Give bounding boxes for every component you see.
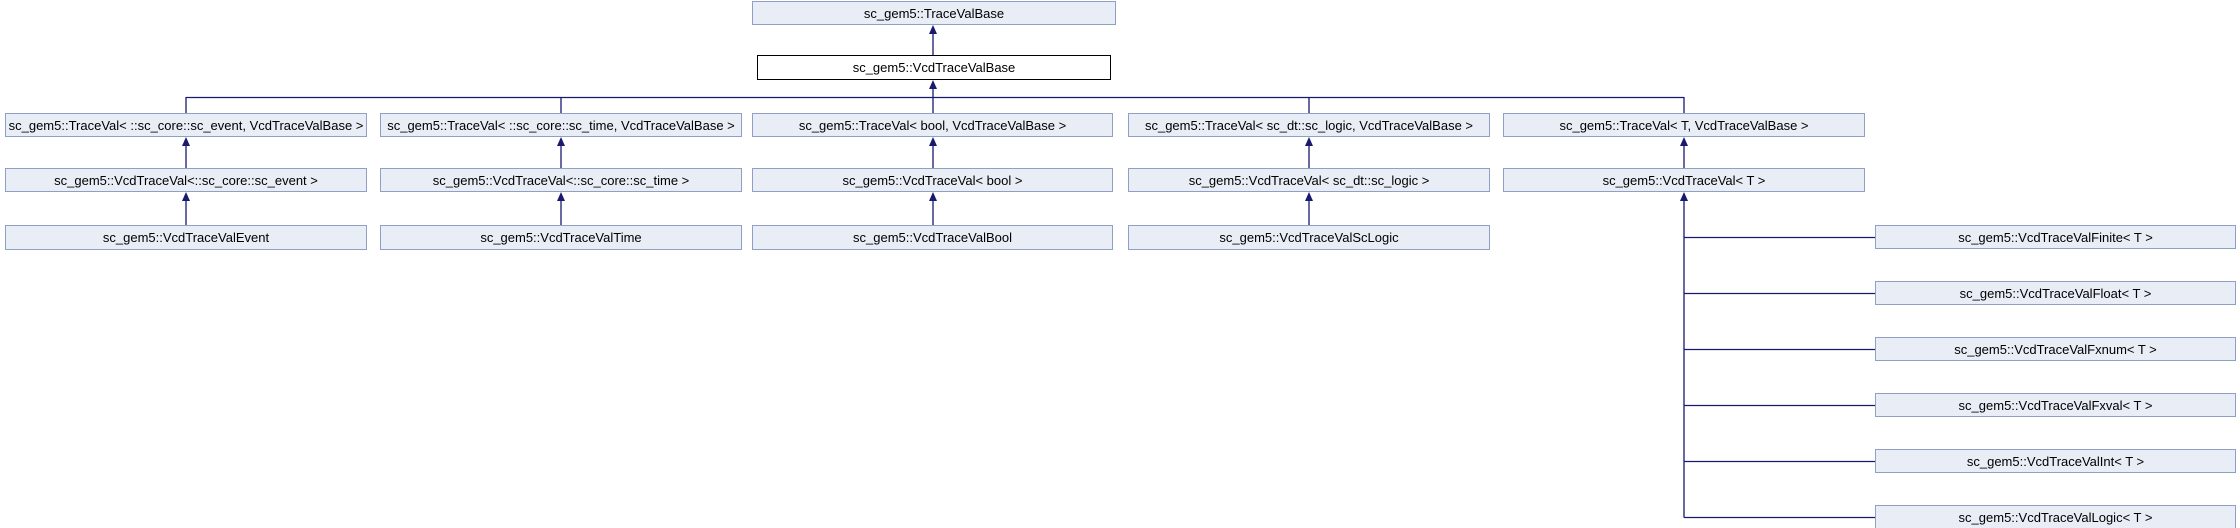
node-vcd-trace-val-event[interactable]: sc_gem5::VcdTraceVal<::sc_core::sc_event…: [5, 168, 367, 192]
node-vcd-trace-val-fxval[interactable]: sc_gem5::VcdTraceValFxval< T >: [1875, 393, 2236, 417]
node-vcd-trace-val-event-concrete[interactable]: sc_gem5::VcdTraceValEvent: [5, 225, 367, 250]
edge-vcdtracevalbase-to-tracevalbase: [929, 25, 937, 55]
node-vcd-trace-val-fxnum[interactable]: sc_gem5::VcdTraceValFxnum< T >: [1875, 337, 2236, 361]
node-vcd-trace-val-time[interactable]: sc_gem5::VcdTraceVal<::sc_core::sc_time …: [380, 168, 742, 192]
node-vcd-trace-val-bool[interactable]: sc_gem5::VcdTraceVal< bool >: [752, 168, 1113, 192]
node-vcd-trace-val-time-concrete[interactable]: sc_gem5::VcdTraceValTime: [380, 225, 742, 250]
node-vcd-trace-val-int[interactable]: sc_gem5::VcdTraceValInt< T >: [1875, 449, 2236, 473]
node-vcd-trace-val-finite[interactable]: sc_gem5::VcdTraceValFinite< T >: [1875, 225, 2236, 249]
node-trace-val-t[interactable]: sc_gem5::TraceVal< T, VcdTraceValBase >: [1503, 113, 1865, 137]
node-trace-val-event[interactable]: sc_gem5::TraceVal< ::sc_core::sc_event, …: [5, 113, 367, 137]
node-trace-val-bool[interactable]: sc_gem5::TraceVal< bool, VcdTraceValBase…: [752, 113, 1113, 137]
node-vcd-trace-val-t[interactable]: sc_gem5::VcdTraceVal< T >: [1503, 168, 1865, 192]
edge-vcdtraceval-to-traceval: [182, 137, 1688, 168]
edge-children-bus: [185, 80, 1685, 113]
edge-template-children-trunk: [1680, 192, 1875, 519]
node-trace-val-base[interactable]: sc_gem5::TraceValBase: [752, 1, 1116, 25]
node-vcd-trace-val-float[interactable]: sc_gem5::VcdTraceValFloat< T >: [1875, 281, 2236, 305]
node-vcd-trace-val-bool-concrete[interactable]: sc_gem5::VcdTraceValBool: [752, 225, 1113, 250]
node-vcd-trace-val-logic[interactable]: sc_gem5::VcdTraceValLogic< T >: [1875, 505, 2236, 528]
node-trace-val-time[interactable]: sc_gem5::TraceVal< ::sc_core::sc_time, V…: [380, 113, 742, 137]
node-vcd-trace-val-sclogic[interactable]: sc_gem5::VcdTraceVal< sc_dt::sc_logic >: [1128, 168, 1490, 192]
edge-concrete-to-vcdtraceval: [182, 192, 1313, 225]
node-trace-val-sclogic[interactable]: sc_gem5::TraceVal< sc_dt::sc_logic, VcdT…: [1128, 113, 1490, 137]
node-vcd-trace-val-base-current: sc_gem5::VcdTraceValBase: [757, 55, 1111, 80]
node-vcd-trace-val-sclogic-concrete[interactable]: sc_gem5::VcdTraceValScLogic: [1128, 225, 1490, 250]
